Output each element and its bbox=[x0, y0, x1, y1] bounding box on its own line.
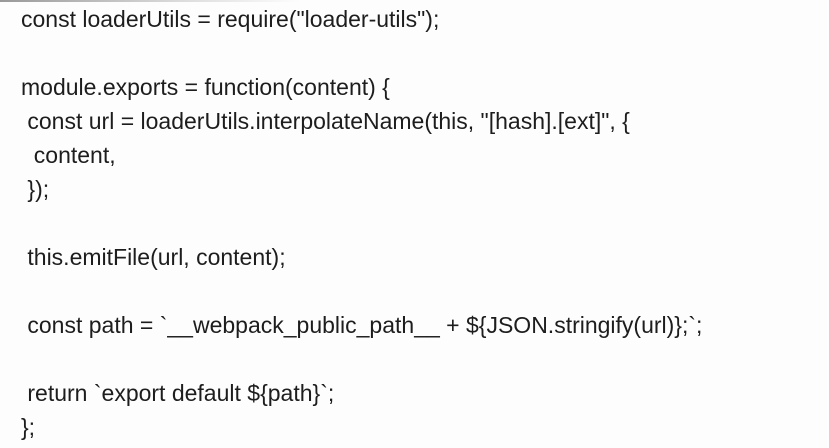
code-line: module.exports = function(content) { bbox=[21, 74, 390, 100]
code-line: this.emitFile(url, content); bbox=[21, 244, 286, 270]
code-line bbox=[21, 36, 829, 70]
code-line: const loaderUtils = require("loader-util… bbox=[21, 6, 440, 32]
code-line bbox=[21, 274, 829, 308]
code-line: const path = `__webpack_public_path__ + … bbox=[21, 312, 703, 338]
code-line: return `export default ${path}`; bbox=[21, 380, 335, 406]
code-line: const url = loaderUtils.interpolateName(… bbox=[21, 108, 630, 134]
code-line: content, bbox=[21, 142, 116, 168]
code-line bbox=[21, 342, 829, 376]
video-edge-artifact bbox=[0, 0, 300, 2]
code-line bbox=[21, 206, 829, 240]
code-line: }; bbox=[21, 414, 36, 440]
code-line: }); bbox=[21, 176, 50, 202]
code-block: const loaderUtils = require("loader-util… bbox=[21, 2, 829, 444]
